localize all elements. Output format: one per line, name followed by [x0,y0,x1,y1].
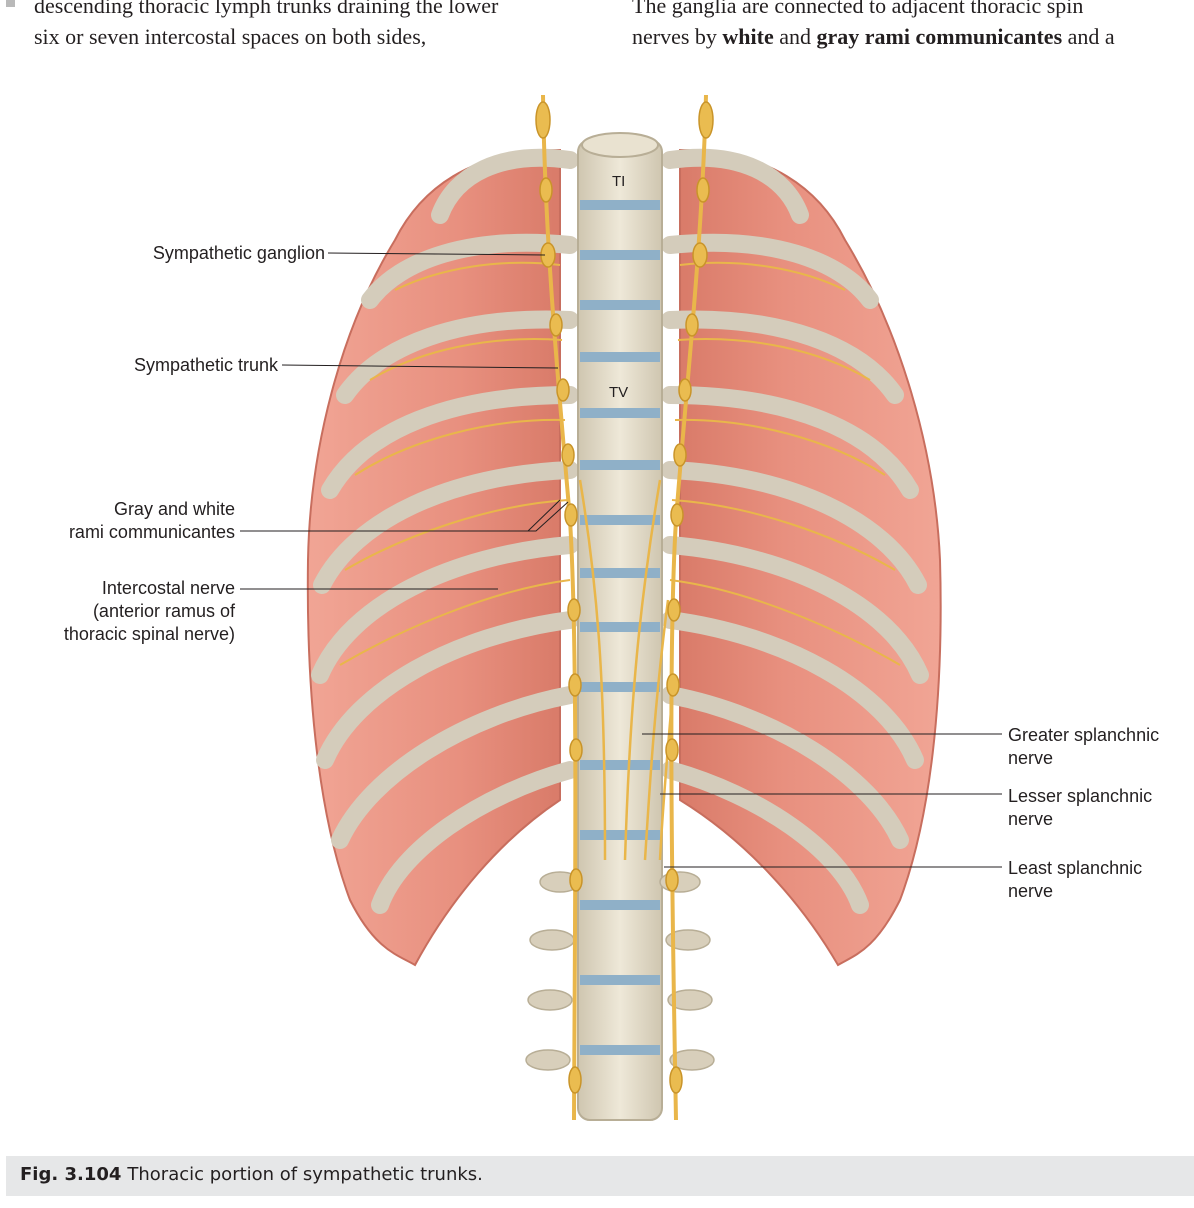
transverse-processes [525,871,715,1071]
right-ribs [661,148,929,914]
left-thoracic-wall [306,148,561,967]
label-least-splanchnic-line1: Least splanchnic [1008,858,1142,878]
caption-description: Thoracic portion of sympathetic trunks. [127,1164,483,1185]
bullet-marker [6,0,15,7]
caption-figure-number: Fig. 3.104 [20,1164,122,1185]
left-ribs [311,148,579,914]
body-text-line: six or seven intercostal spaces on both … [34,24,427,49]
label-least-splanchnic-line2: nerve [1008,881,1053,901]
label-intercostal-line2: (anterior ramus of [93,601,236,621]
bold-term-gray-rami: gray rami communicantes [816,24,1063,49]
label-intercostal-line1: Intercostal nerve [102,578,235,598]
bold-term-white: white [722,24,774,49]
body-text-span: nerves by [632,24,723,49]
leader-lines [240,252,1002,868]
vertebra-label-t1: TI [612,173,625,190]
body-text-line: The ganglia are connected to adjacent th… [632,0,1084,18]
sympathetic-ganglia [535,101,714,1094]
body-text-left-column: descending thoracic lymph trunks drainin… [6,0,499,52]
body-text-span: and [773,24,817,49]
label-greater-splanchnic-line2: nerve [1008,748,1053,768]
body-text-right-column: The ganglia are connected to adjacent th… [632,0,1115,52]
vertebra-label-t5: TV [609,384,628,401]
label-sympathetic-ganglion: Sympathetic ganglion [153,243,325,263]
intercostal-nerves [339,261,901,666]
label-greater-splanchnic-line1: Greater splanchnic [1008,725,1159,745]
label-rami-line1: Gray and white [114,499,235,519]
label-lesser-splanchnic-line2: nerve [1008,809,1053,829]
top-vertebra-body [581,132,659,158]
splanchnic-nerves [578,479,674,861]
label-intercostal-line3: thoracic spinal nerve) [64,624,235,644]
label-sympathetic-trunk: Sympathetic trunk [134,355,279,375]
body-text-line: nerves by white and gray rami communican… [632,21,1115,52]
body-text-line: descending thoracic lymph trunks drainin… [34,0,499,18]
intervertebral-discs [580,200,660,1055]
label-lesser-splanchnic-line1: Lesser splanchnic [1008,786,1152,806]
right-thoracic-wall [679,148,942,967]
body-text-span: and a [1062,24,1115,49]
label-rami-line2: rami communicantes [69,522,235,542]
